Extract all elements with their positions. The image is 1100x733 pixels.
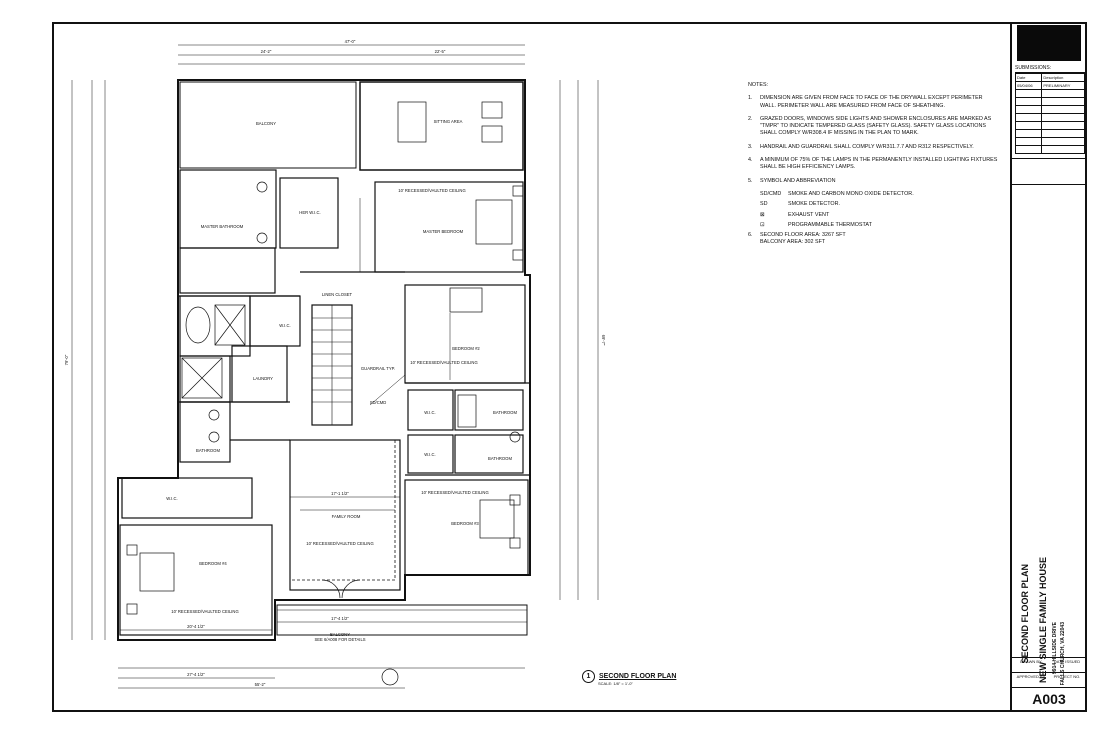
drawing-scale: SCALE: 1/8" = 1'-0": [598, 681, 633, 686]
approved-by-label: APPROVED BY: [1016, 674, 1046, 679]
sd-cmd-label: SD/CMD: [370, 400, 387, 405]
sheet-number: A003: [1032, 691, 1066, 707]
divider: [1012, 184, 1087, 185]
room-bathroom-right: BATHROOM: [493, 410, 517, 415]
symbol-row: ⊠ EXHAUST VENT: [760, 211, 830, 218]
room-wic-right: W.I.C.: [424, 452, 435, 457]
dim-top-left: 24'-2": [261, 49, 272, 54]
dim-overall-right: 69'-7": [601, 335, 606, 346]
date-issued-label: DATE ISSUED: [1053, 659, 1081, 664]
room-laundry: LAUNDRY: [253, 376, 273, 381]
room-bedroom-4: BEDROOM #4: [199, 561, 227, 566]
dim-overall-top: 47'-0": [345, 39, 356, 44]
dim-bottom-mid: 27'-4 1/2": [187, 672, 205, 677]
drawing-title: SECOND FLOOR PLAN: [599, 673, 677, 680]
recessed-bed2: 10' RECESSED/VAULTED CEILING: [410, 360, 477, 365]
room-bedroom-2: BEDROOM #2: [452, 346, 480, 351]
room-her-wic: HER W.I.C.: [299, 210, 320, 215]
recessed-master: 10' RECESSED/VAULTED CEILING: [398, 188, 465, 193]
project-name: NEW SINGLE FAMILY HOUSE: [1038, 557, 1048, 684]
notes-block: NOTES: 1. DIMENSION ARE GIVEN FROM FACE …: [748, 82, 998, 253]
symbol-row: ⊡ PROGRAMMABLE THERMOSTAT: [760, 221, 872, 228]
room-bedroom-3: BEDROOM #3: [451, 521, 479, 526]
dim-balcony-width: 17'-4 1/2": [331, 616, 349, 621]
room-master-bathroom: MASTER BATHROOM: [201, 224, 244, 229]
exhaust-vent-icon: ⊠: [760, 211, 765, 218]
dim-top-right: 22'-5": [435, 49, 446, 54]
guardrail-label: GUARDRAIL TYP.: [361, 366, 395, 371]
note-item: 2. GRAZED DOORS, WINDOWS SIDE LIGHTS AND…: [748, 115, 992, 137]
recessed-bed4: 10' RECESSED/VAULTED CEILING: [171, 609, 238, 614]
divider: [1012, 158, 1087, 159]
symbol-row: SD SMOKE DETECTOR.: [760, 201, 841, 208]
room-bathroom-lower: BATHROOM: [488, 456, 512, 461]
detail-number: 1: [582, 670, 595, 683]
logo: [1017, 25, 1081, 61]
room-linen-closet: LINEN CLOSET: [322, 292, 353, 297]
dim-overall-left: 79'-0": [64, 354, 69, 365]
project-no-label: PROJECT NO.: [1053, 674, 1081, 679]
dim-overall-bottom: 55'-2": [255, 682, 266, 687]
divider: [1012, 657, 1087, 658]
sheet-title: SECOND FLOOR PLAN: [1020, 564, 1030, 664]
room-master-bedroom: MASTER BEDROOM: [423, 229, 464, 234]
dim-family-room-w: 17'-1 1/2": [331, 491, 349, 496]
room-wic-b2: W.I.C.: [424, 410, 435, 415]
divider: [1012, 687, 1087, 688]
drawing-caption: 1 SECOND FLOOR PLAN SCALE: 1/8" = 1'-0": [582, 670, 676, 686]
room-balcony-bottom: BALCONY: [330, 632, 350, 637]
divider: [1012, 672, 1087, 673]
drawing-sheet: [52, 22, 1087, 712]
room-wic-mid: W.I.C.: [279, 323, 290, 328]
symbol-row: SD/CMD SMOKE AND CARBON MONO OXIDE DETEC…: [760, 190, 914, 197]
note-item: 1. DIMENSION ARE GIVEN FROM FACE TO FACE…: [748, 95, 983, 109]
room-sitting-area: SITTING AREA: [434, 119, 463, 124]
note-item: 5. SYMBOL AND ABBREVIATION: [748, 177, 836, 184]
notes-header: NOTES:: [748, 82, 769, 88]
address-line-1: 9914 HILLSIDE DRIVE: [1052, 622, 1058, 674]
recessed-family: 10' RECESSED/VAULTED CEILING: [306, 541, 373, 546]
floor-plan: 47'-0" 24'-2" 22'-5" 55'-2" 27'-4 1/2" 7…: [64, 39, 606, 689]
room-wic-left: W.I.C.: [166, 496, 177, 501]
note-item: 4. A MINIMUM OF 75% OF THE LAMPS IN THE …: [748, 157, 998, 171]
dim-bedroom4-w: 20'-4 1/2": [187, 624, 205, 629]
room-bathroom-left: BATHROOM: [196, 448, 220, 453]
recessed-bed3: 10' RECESSED/VAULTED CEILING: [421, 490, 488, 495]
room-balcony-note: SEE 6/A008 FOR DETAILS: [314, 637, 365, 642]
note-item: 3. HANDRAIL AND GUARDRAIL SHALL COMPLY W…: [748, 143, 974, 150]
room-family-room: FAMILY ROOM: [332, 514, 361, 519]
drawn-by-label: DRAWN BY: [1020, 659, 1042, 664]
room-balcony-top: BALCONY: [256, 121, 276, 126]
thermostat-icon: ⊡: [760, 221, 765, 228]
